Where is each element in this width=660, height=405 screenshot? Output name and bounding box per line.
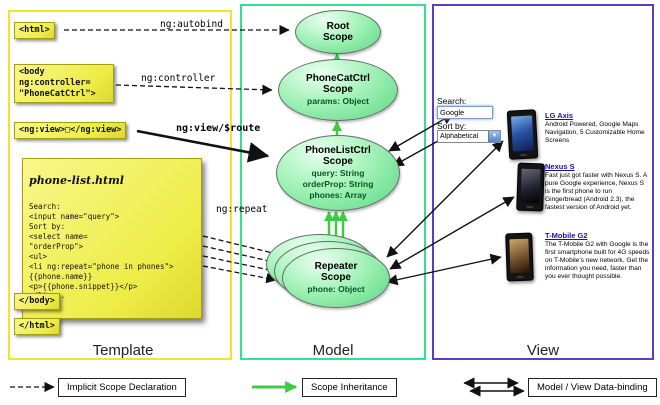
phone-image-nexus-s xyxy=(516,162,545,212)
repeater-scope-title: Repeater Scope xyxy=(314,260,358,284)
search-label: Search: xyxy=(437,96,467,106)
ng-view-tag-box: <ng:view>□</ng:view> xyxy=(14,122,127,140)
dropdown-arrow-icon[interactable]: ▼ xyxy=(488,131,500,142)
ng-controller-label: ng:controller xyxy=(141,73,216,84)
phone-desc-lg-axis: Android Powered, Google Maps Navigation,… xyxy=(545,121,645,145)
html-close-tag-box: </html> xyxy=(14,318,60,336)
phone-link-lg-axis[interactable]: LG Axis xyxy=(545,111,574,120)
phonecatctrl-scope-prop: params: Object xyxy=(307,95,369,106)
phonecatctrl-scope-ellipse: PhoneCatCtrl Scope params: Object xyxy=(278,59,398,121)
body-close-tag-box: </body> xyxy=(14,293,60,311)
phonelistctrl-scope-ellipse: PhoneListCtrl Scope query: String orderP… xyxy=(276,135,400,211)
legend-implicit-scope-declaration: Implicit Scope Declaration xyxy=(58,378,186,397)
sort-select[interactable]: Alphabetical ▼ xyxy=(437,130,501,143)
ng-view-route-label: ng:view/$route xyxy=(176,123,261,134)
model-panel-label: Model xyxy=(312,342,354,359)
phonelistctrl-scope-prop-query: query: String xyxy=(311,167,365,178)
root-scope-title: Root Scope xyxy=(322,20,353,44)
phone-image-tmobile-g2 xyxy=(505,232,534,282)
phone-screen xyxy=(520,168,541,204)
phone-screen xyxy=(511,115,534,152)
phone-screen xyxy=(509,238,530,274)
legend-scope-inheritance: Scope Inheritance xyxy=(302,378,397,397)
view-panel-label: View xyxy=(526,342,560,359)
phone-desc-nexus-s: Fast just got faster with Nexus S. A pur… xyxy=(545,172,647,212)
search-input[interactable] xyxy=(437,106,493,119)
phone-home-button xyxy=(526,205,534,209)
template-panel-label: Template xyxy=(92,342,154,359)
phonelistctrl-scope-prop-phones: phones: Array xyxy=(309,190,367,201)
note-title: phone-list.html xyxy=(29,174,124,188)
phonecatctrl-scope-title: PhoneCatCtrl Scope xyxy=(306,72,370,96)
html-open-tag-box: <html> xyxy=(14,22,55,40)
phone-image-lg-axis xyxy=(506,109,539,160)
phonelistctrl-scope-title: PhoneListCtrl Scope xyxy=(305,144,371,168)
phone-desc-tmobile-g2: The T-Mobile G2 with Google is the first… xyxy=(545,241,650,281)
sort-select-value: Alphabetical xyxy=(440,133,479,140)
phone-link-tmobile-g2[interactable]: T-Mobile G2 xyxy=(545,231,588,240)
phonelistctrl-scope-prop-orderprop: orderProp: String xyxy=(302,178,374,189)
root-scope-ellipse: Root Scope xyxy=(295,10,381,54)
phone-home-button xyxy=(516,275,524,279)
phone-link-nexus-s[interactable]: Nexus S xyxy=(545,162,575,171)
ng-autobind-label: ng:autobind xyxy=(160,19,223,30)
phone-home-button xyxy=(520,153,528,157)
note-code: Search: <input name="query"> Sort by: <s… xyxy=(29,202,174,300)
phone-list-html-note: phone-list.html Search: <input name="que… xyxy=(22,158,202,320)
repeater-scope-ellipse: Repeater Scope phone: Object xyxy=(282,248,390,308)
ng-repeat-label: ng:repeat xyxy=(216,204,268,215)
body-controller-tag-box: <body ng:controller= "PhoneCatCtrl"> xyxy=(14,64,114,104)
repeater-scope-prop: phone: Object xyxy=(307,283,365,294)
legend-model-view-data-binding: Model / View Data-binding xyxy=(528,378,657,397)
